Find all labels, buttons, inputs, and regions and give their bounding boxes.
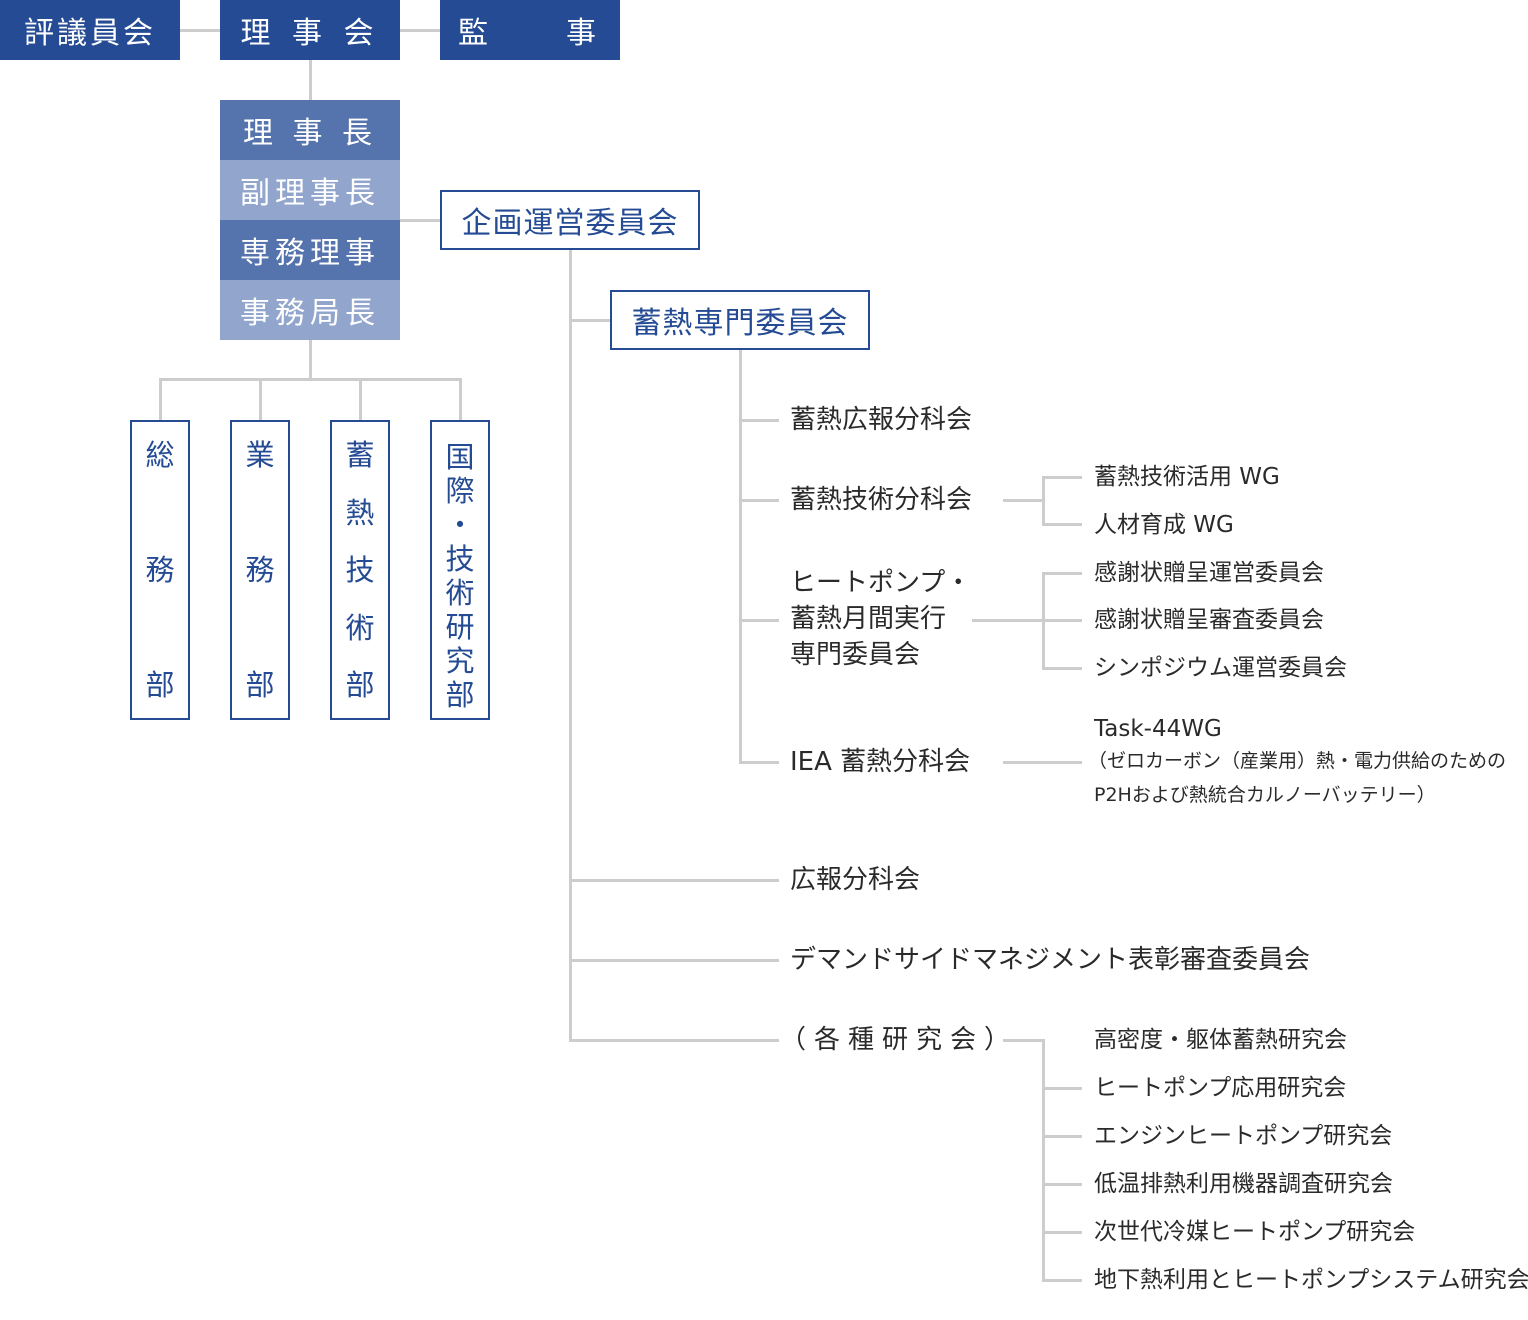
connector-line bbox=[1042, 1279, 1082, 1282]
chairman-box: 理 事 長 bbox=[220, 100, 400, 160]
councillors-box: 評議員会 bbox=[0, 0, 180, 60]
executive-director-box: 専務理事 bbox=[220, 220, 400, 280]
connector-line bbox=[180, 29, 220, 32]
hp-committee-item: シンポジウム運営委員会 bbox=[1094, 655, 1347, 681]
connector-line bbox=[739, 761, 779, 764]
research-group-item: 地下熱利用とヒートポンプシステム研究会 bbox=[1094, 1267, 1528, 1293]
connector-line bbox=[1042, 572, 1082, 575]
connector-line bbox=[1042, 523, 1082, 526]
hp-month-committee-line2: 蓄熱月間実行 bbox=[790, 604, 947, 634]
connector-line bbox=[400, 219, 440, 222]
dept-char: 究 bbox=[445, 644, 475, 678]
hp-committee-item: 感謝状贈呈運営委員会 bbox=[1094, 560, 1324, 586]
connector-line bbox=[159, 378, 462, 381]
research-group-item: 高密度・躯体蓄熱研究会 bbox=[1094, 1027, 1347, 1053]
connector-line bbox=[1003, 499, 1045, 502]
vice-chairman-box: 副理事長 bbox=[220, 160, 400, 220]
research-group-item: 次世代冷媒ヒートポンプ研究会 bbox=[1094, 1219, 1416, 1245]
dept-char: 部 bbox=[245, 668, 275, 702]
secretary-general-box: 事務局長 bbox=[220, 280, 400, 340]
dept-char: 熱 bbox=[345, 495, 375, 530]
dsm-award-committee: デマンドサイドマネジメント表彰審査委員会 bbox=[790, 945, 1311, 975]
connector-line bbox=[972, 619, 1045, 622]
connector-line bbox=[159, 378, 162, 420]
dept-char: 国 bbox=[445, 440, 475, 474]
connector-line bbox=[459, 378, 462, 420]
dept-char: 部 bbox=[345, 668, 375, 702]
thermal-pr-subcommittee: 蓄熱広報分科会 bbox=[790, 405, 973, 435]
connector-line bbox=[1042, 1183, 1082, 1186]
connector-line bbox=[400, 29, 440, 32]
dept-char: 術 bbox=[445, 576, 475, 610]
dept-char: 総 bbox=[145, 438, 175, 472]
connector-line bbox=[1042, 619, 1082, 622]
iea-task-note: （ゼロカーボン（産業用）熱・電力供給のための bbox=[1088, 750, 1507, 772]
dept-char: 研 bbox=[445, 610, 475, 644]
research-group-item: 低温排熱利用機器調査研究会 bbox=[1094, 1171, 1393, 1197]
dept-char: 務 bbox=[245, 553, 275, 587]
dept-char: 務 bbox=[145, 553, 175, 587]
connector-line bbox=[739, 619, 779, 622]
connector-line bbox=[1042, 476, 1082, 479]
connector-line bbox=[309, 340, 312, 380]
connector-line bbox=[1003, 761, 1082, 764]
hp-month-committee-line1: ヒートポンプ・ bbox=[790, 568, 972, 598]
dept-char: 術 bbox=[345, 610, 375, 645]
connector-line bbox=[259, 378, 262, 420]
connector-line bbox=[309, 60, 312, 100]
research-groups-label: （各種研究会） bbox=[780, 1025, 1019, 1055]
iea-task-note: P2Hおよび熱統合カルノーバッテリー） bbox=[1094, 784, 1436, 806]
connector-line bbox=[569, 250, 572, 342]
connector-line bbox=[359, 378, 362, 420]
international-tech-research-dept: 国 際 ・ 技 術 研 究 部 bbox=[430, 420, 490, 720]
hp-month-committee-line3: 専門委員会 bbox=[790, 640, 921, 670]
general-affairs-dept: 総 務 部 bbox=[130, 420, 190, 720]
business-dept: 業 務 部 bbox=[230, 420, 290, 720]
connector-line bbox=[1042, 1087, 1082, 1090]
connector-line bbox=[739, 499, 779, 502]
auditor-box: 監 事 bbox=[440, 0, 620, 60]
dept-char: 部 bbox=[145, 668, 175, 702]
connector-line bbox=[1042, 667, 1082, 670]
connector-line bbox=[1042, 1231, 1082, 1234]
tech-wg-item: 蓄熱技術活用 WG bbox=[1094, 464, 1280, 490]
dept-char: 業 bbox=[245, 438, 275, 472]
connector-line bbox=[569, 959, 779, 962]
connector-line bbox=[1042, 476, 1045, 526]
connector-line bbox=[569, 1039, 779, 1042]
tech-wg-item: 人材育成 WG bbox=[1094, 512, 1234, 538]
research-group-item: ヒートポンプ応用研究会 bbox=[1094, 1075, 1347, 1101]
thermal-tech-subcommittee: 蓄熱技術分科会 bbox=[790, 485, 973, 515]
dept-char: 部 bbox=[445, 678, 475, 712]
connector-line bbox=[739, 348, 742, 764]
connector-line bbox=[1042, 1135, 1082, 1138]
research-group-item: エンジンヒートポンプ研究会 bbox=[1094, 1123, 1393, 1149]
dept-char: 蓄 bbox=[345, 438, 375, 472]
connector-line bbox=[739, 419, 779, 422]
board-box: 理 事 会 bbox=[220, 0, 400, 60]
connector-line bbox=[1003, 1039, 1045, 1042]
dept-char: 際 bbox=[445, 474, 475, 508]
planning-committee-box: 企画運営委員会 bbox=[440, 190, 700, 250]
connector-line bbox=[569, 319, 610, 322]
dept-char: 技 bbox=[345, 553, 375, 587]
dept-char: ・ bbox=[445, 508, 475, 542]
connector-line bbox=[1042, 1039, 1045, 1282]
pr-subcommittee: 広報分科会 bbox=[790, 865, 921, 895]
hp-committee-item: 感謝状贈呈審査委員会 bbox=[1094, 607, 1324, 633]
iea-subcommittee: IEA 蓄熱分科会 bbox=[790, 747, 971, 777]
connector-line bbox=[569, 879, 779, 882]
iea-task-wg: Task-44WG bbox=[1094, 716, 1222, 742]
thermal-storage-tech-dept: 蓄 熱 技 術 部 bbox=[330, 420, 390, 720]
connector-line bbox=[569, 340, 572, 1042]
dept-char: 技 bbox=[445, 542, 475, 576]
thermal-committee-box: 蓄熱専門委員会 bbox=[610, 290, 870, 350]
